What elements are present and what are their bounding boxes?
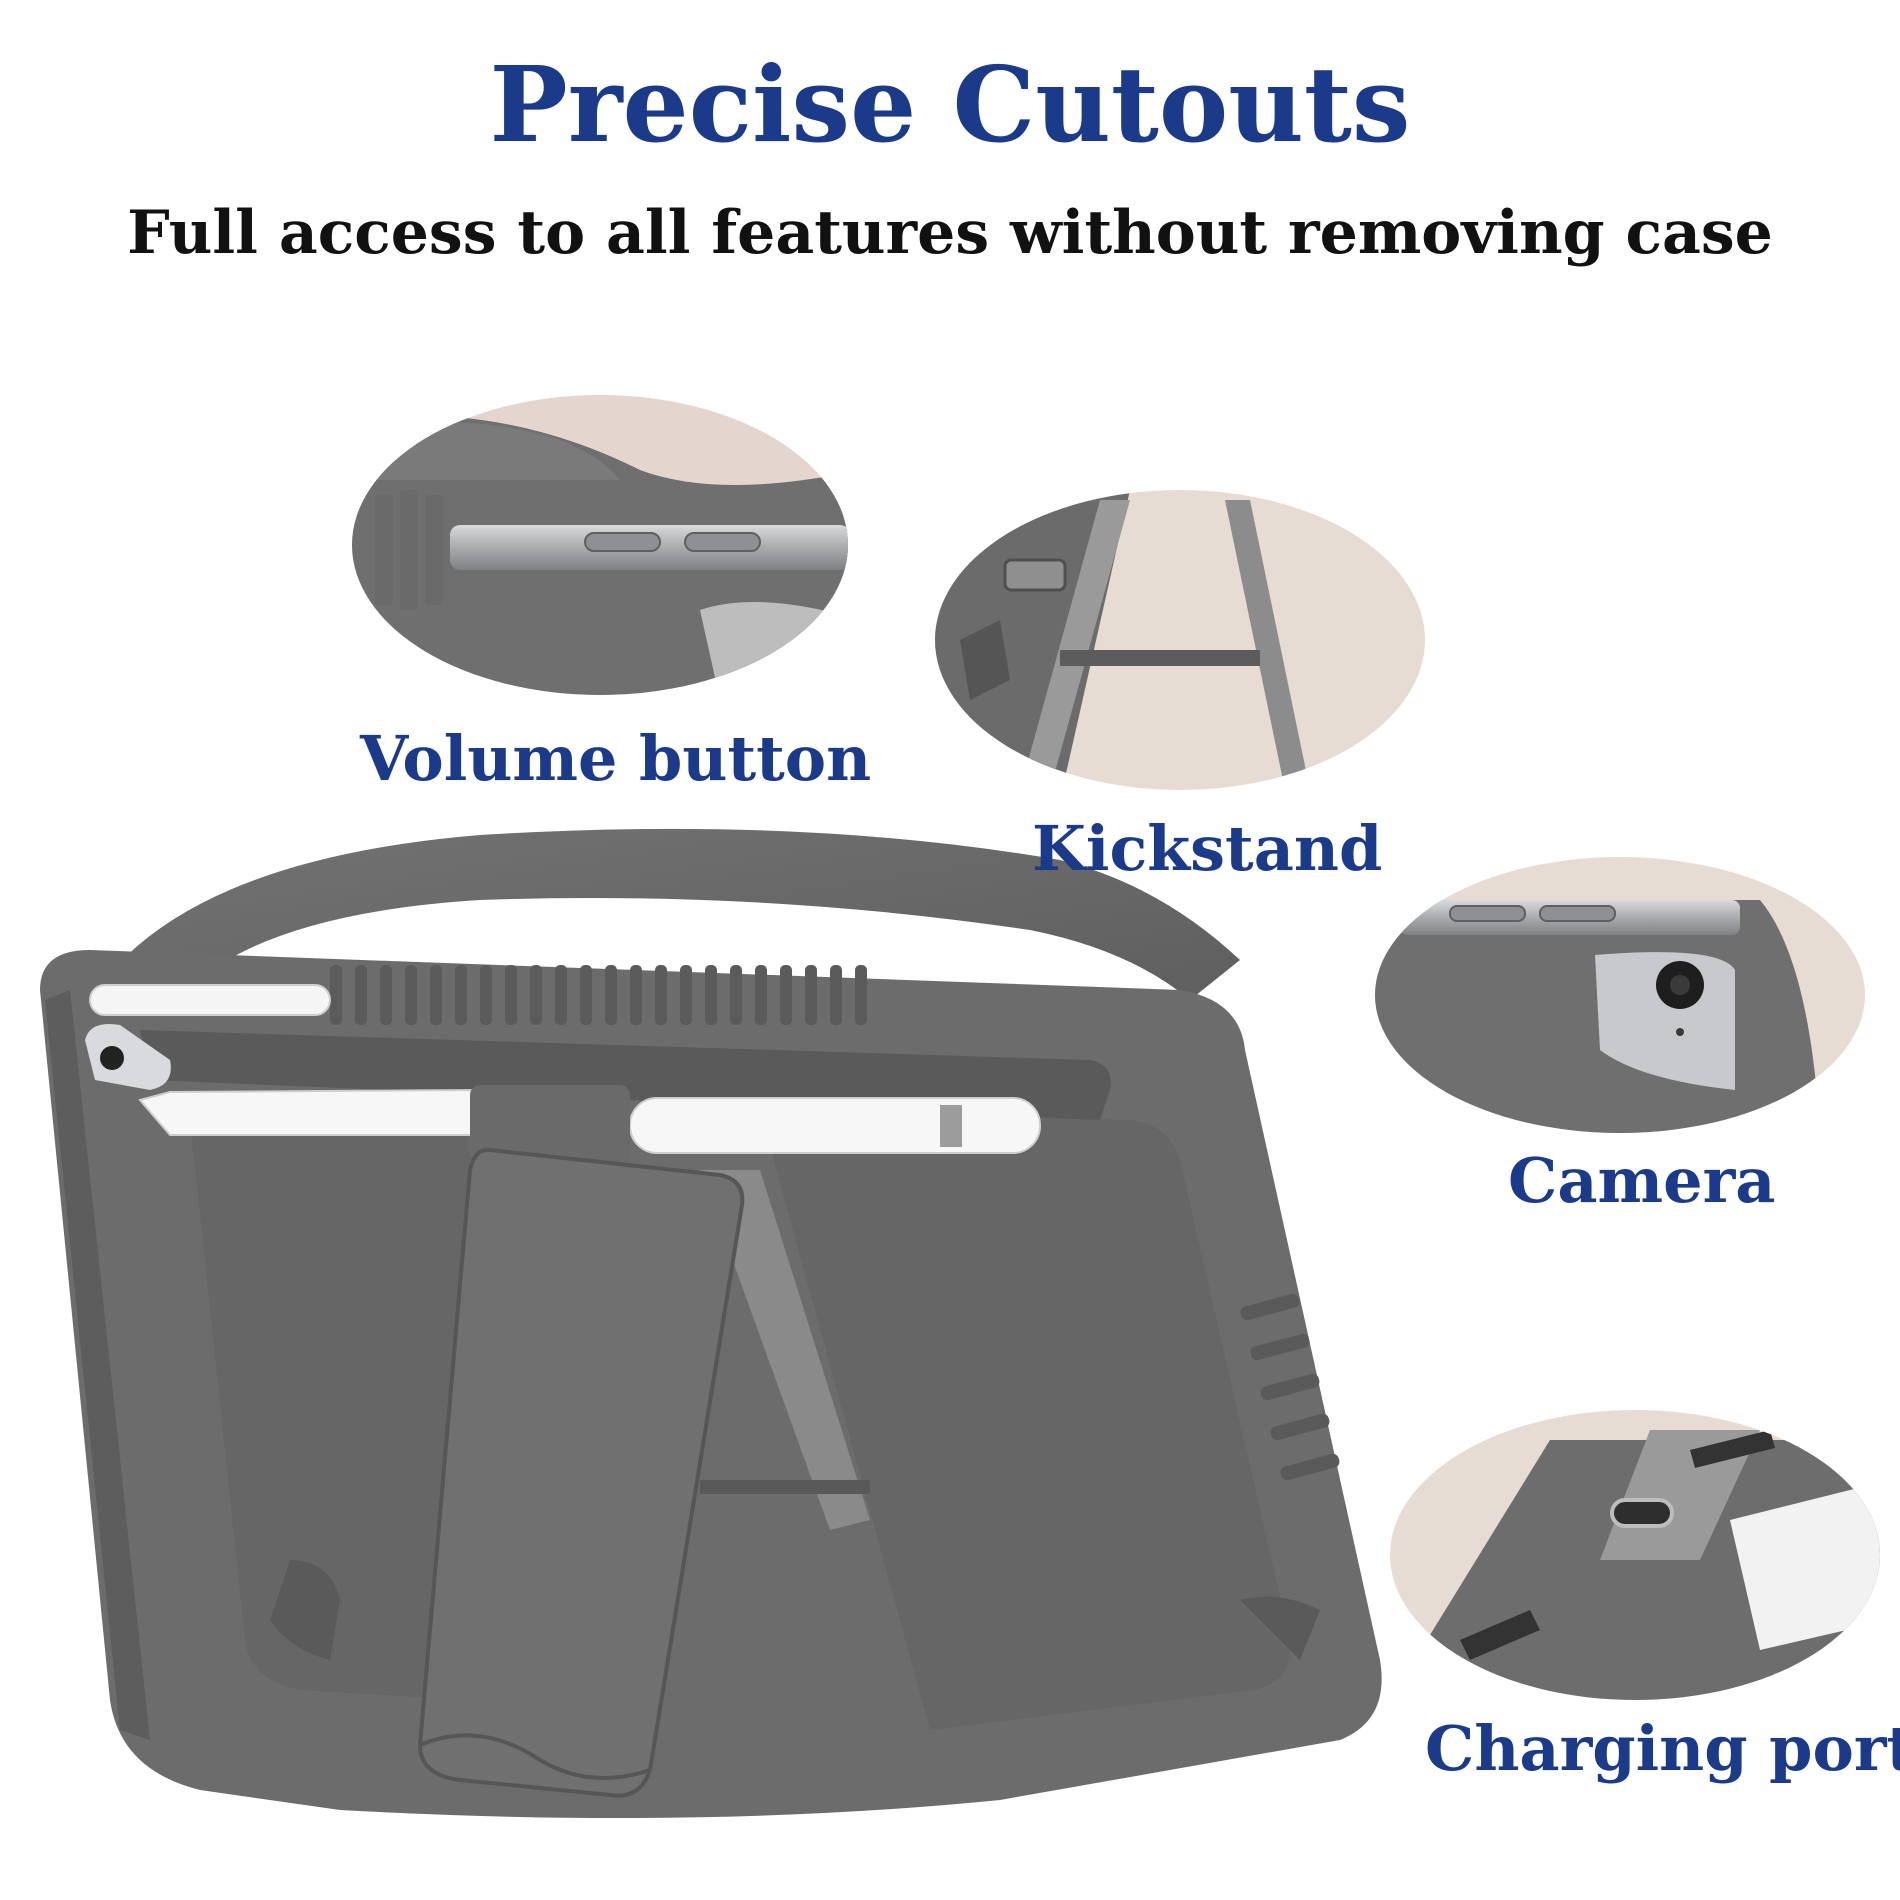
label-camera: Camera — [1508, 1144, 1776, 1217]
tablet-case — [40, 828, 1382, 1818]
label-kickstand: Kickstand — [1032, 812, 1383, 885]
camera-closeup — [1375, 857, 1865, 1133]
kickstand-closeup — [935, 490, 1425, 790]
label-charging-port: Charging port — [1425, 1712, 1900, 1785]
charging-port-closeup — [1390, 1410, 1880, 1700]
volume-button-closeup — [352, 395, 848, 695]
page-subtitle: Full access to all features without remo… — [127, 198, 1773, 268]
label-volume-button: Volume button — [360, 722, 872, 795]
page-title: Precise Cutouts — [489, 43, 1411, 166]
